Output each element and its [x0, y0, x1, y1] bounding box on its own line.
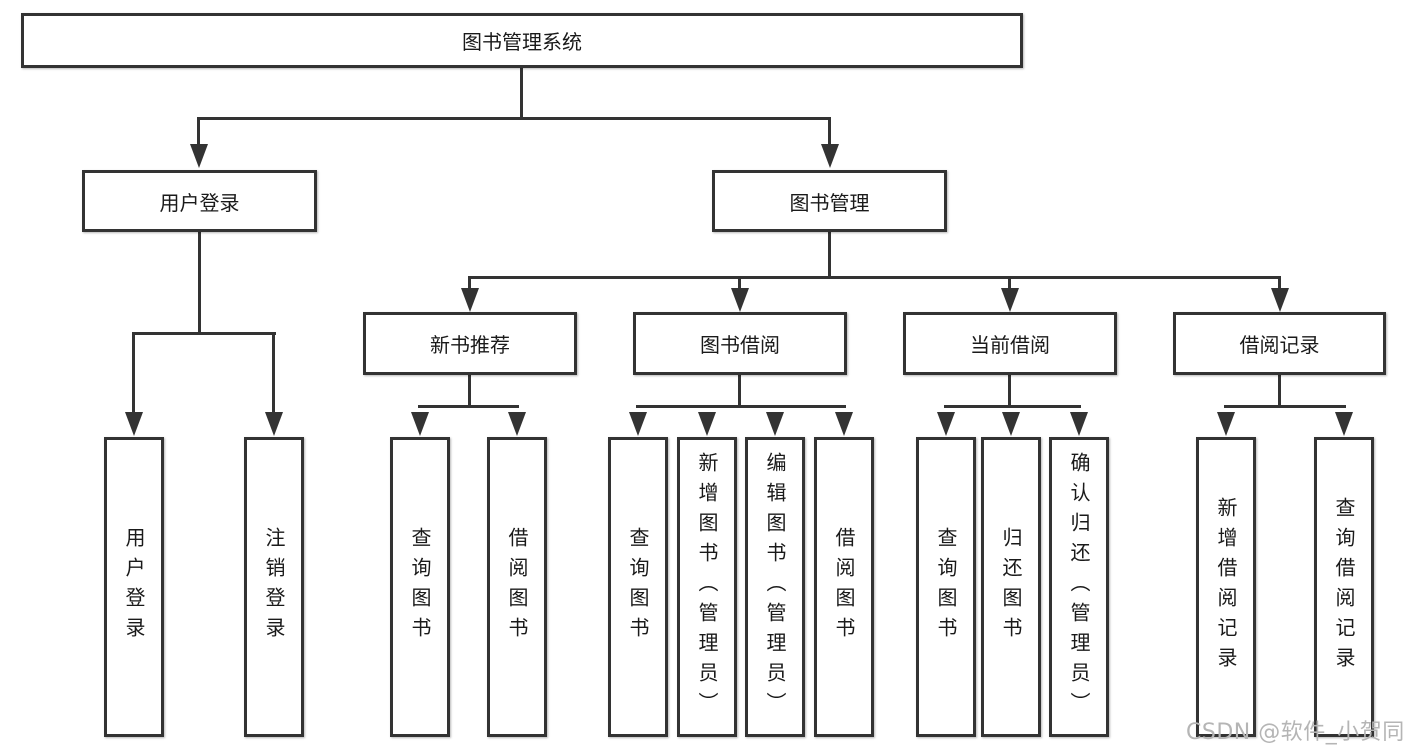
- connector-drop: [132, 332, 135, 414]
- arrow-down-icon: [1217, 412, 1235, 436]
- arrow-down-icon: [190, 144, 208, 168]
- connector-bar: [418, 405, 519, 408]
- node-label: 新增图书（管理员）: [695, 452, 719, 722]
- arrow-down-icon: [1001, 288, 1019, 312]
- node-label: 借阅记录: [1239, 333, 1320, 357]
- csdn-watermark: CSDN @软件_小贺同学: [1186, 720, 1405, 745]
- node-book-borrow: 图书借阅: [633, 312, 847, 375]
- node-label: 查询图书: [626, 527, 650, 647]
- arrow-down-icon: [937, 412, 955, 436]
- node-label: 借阅图书: [832, 527, 856, 647]
- connector-drop: [272, 332, 275, 414]
- leaf-logout: 注销登录: [244, 437, 304, 737]
- node-label: 用户登录: [159, 190, 240, 215]
- arrow-down-icon: [835, 412, 853, 436]
- arrow-down-icon: [821, 144, 839, 168]
- connector-l1-bar: [197, 117, 831, 120]
- arrow-down-icon: [629, 412, 647, 436]
- connector-bar: [944, 405, 1081, 408]
- arrow-down-icon: [461, 288, 479, 312]
- arrow-down-icon: [411, 412, 429, 436]
- node-user-login: 用户登录: [82, 170, 317, 232]
- node-label: 查询图书: [408, 527, 432, 647]
- connector-drop: [1008, 276, 1011, 290]
- connector-stem: [468, 375, 471, 408]
- arrow-down-icon: [731, 288, 749, 312]
- node-borrow-record: 借阅记录: [1173, 312, 1386, 375]
- connector-bar: [1224, 405, 1346, 408]
- arrow-down-icon: [766, 412, 784, 436]
- node-label: 用户登录: [122, 527, 146, 647]
- connector-stem: [738, 375, 741, 408]
- node-label: 确认归还（管理员）: [1067, 452, 1091, 722]
- node-label: 注销登录: [262, 527, 286, 647]
- leaf-borrow-book-recommend: 借阅图书: [487, 437, 547, 737]
- node-label: 查询图书: [934, 527, 958, 647]
- node-book-management: 图书管理: [712, 170, 947, 232]
- node-label: 新书推荐: [430, 333, 510, 357]
- leaf-query-book-borrow: 查询图书: [608, 437, 668, 737]
- connector-root-stem: [520, 67, 523, 120]
- arrow-down-icon: [1002, 412, 1020, 436]
- node-label: 新增借阅记录: [1214, 497, 1238, 677]
- leaf-query-book-current: 查询图书: [916, 437, 976, 737]
- connector-bar: [636, 405, 846, 408]
- node-label: 查询借阅记录: [1332, 497, 1356, 677]
- connector-drop: [197, 117, 200, 146]
- arrow-down-icon: [265, 412, 283, 436]
- leaf-return-book: 归还图书: [981, 437, 1041, 737]
- connector-l2-bar: [468, 276, 1281, 279]
- leaf-query-borrow-record: 查询借阅记录: [1314, 437, 1374, 737]
- node-current-borrow: 当前借阅: [903, 312, 1117, 375]
- connector-userlogin-bar: [132, 332, 276, 335]
- leaf-add-book-admin: 新增图书（管理员）: [677, 437, 737, 737]
- leaf-confirm-return-admin: 确认归还（管理员）: [1049, 437, 1109, 737]
- node-label: 图书管理系统: [462, 30, 582, 54]
- connector-bookmgmt-stem: [828, 232, 831, 279]
- connector-drop: [738, 276, 741, 290]
- connector-stem: [1008, 375, 1011, 408]
- node-new-book-recommend: 新书推荐: [363, 312, 577, 375]
- leaf-add-borrow-record: 新增借阅记录: [1196, 437, 1256, 737]
- arrow-down-icon: [1271, 288, 1289, 312]
- node-label: 图书借阅: [700, 333, 780, 357]
- leaf-borrow-book: 借阅图书: [814, 437, 874, 737]
- leaf-query-book-recommend: 查询图书: [390, 437, 450, 737]
- connector-stem: [1278, 375, 1281, 408]
- connector-drop: [1278, 276, 1281, 290]
- leaf-user-login: 用户登录: [104, 437, 164, 737]
- connector-userlogin-stem: [198, 232, 201, 335]
- leaf-edit-book-admin: 编辑图书（管理员）: [745, 437, 805, 737]
- node-label: 图书管理: [789, 190, 870, 215]
- node-library-system: 图书管理系统: [21, 13, 1023, 68]
- connector-drop: [828, 117, 831, 146]
- arrow-down-icon: [1070, 412, 1088, 436]
- arrow-down-icon: [125, 412, 143, 436]
- connector-drop: [468, 276, 471, 290]
- node-label: 当前借阅: [970, 333, 1050, 357]
- node-label: 借阅图书: [505, 527, 529, 647]
- arrow-down-icon: [1335, 412, 1353, 436]
- node-label: 编辑图书（管理员）: [763, 452, 787, 722]
- node-label: 归还图书: [999, 527, 1023, 647]
- arrow-down-icon: [508, 412, 526, 436]
- arrow-down-icon: [698, 412, 716, 436]
